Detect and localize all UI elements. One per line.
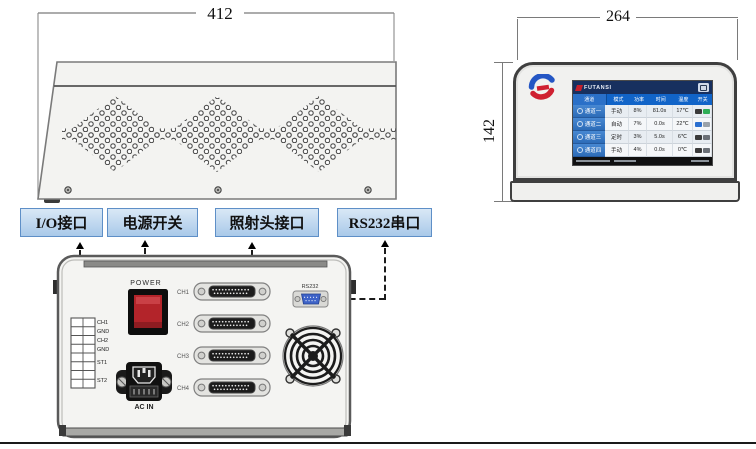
- ac-in-label: AC IN: [134, 404, 153, 411]
- touchscreen[interactable]: FUTANSI 通道 模式 功率 时间 温度 开关 通道一 手动 8% 81.0…: [572, 80, 713, 166]
- terminal-label-ch2: CH2: [97, 338, 108, 344]
- front-base: [510, 181, 740, 202]
- rs232-connector[interactable]: RS232: [292, 284, 329, 308]
- toggle-ch1[interactable]: [693, 105, 712, 118]
- rear-foot-bar: [62, 427, 348, 437]
- callout-head-port: 照射头接口: [215, 208, 319, 237]
- cooling-fan: [282, 325, 344, 387]
- leader-rs232-h: [330, 298, 385, 300]
- ch4-connector[interactable]: CH4: [177, 378, 271, 397]
- callout-io-port: I/O接口: [20, 208, 103, 237]
- screen-brand: FUTANSI: [584, 84, 612, 91]
- rs232-label: RS232: [302, 284, 319, 290]
- arrow-head: [248, 242, 256, 249]
- screen-row-ch3[interactable]: 通道三 定时 3% 5.0s 6℃: [573, 131, 712, 144]
- ch1-label: CH1: [177, 290, 190, 296]
- arrow-power: [141, 240, 149, 247]
- rear-panel-view: CH1 GND CH2 GND ST1 ST2 POWER CH1: [53, 254, 356, 439]
- screen-statusbar: [573, 157, 712, 165]
- ch3-label: CH3: [177, 354, 190, 360]
- channel-icon: [576, 147, 583, 153]
- power-switch[interactable]: POWER: [128, 280, 168, 335]
- terminal-label-ch1: CH1: [97, 320, 108, 326]
- toggle-ch2[interactable]: [693, 118, 712, 131]
- screen-row-ch2[interactable]: 通道二 自动 7% 0.0s 22℃: [573, 118, 712, 131]
- power-label: POWER: [130, 280, 161, 287]
- dim-264-label: 264: [600, 8, 636, 26]
- vent-diamond-1: [65, 96, 165, 172]
- ch2-connector[interactable]: CH2: [177, 314, 271, 333]
- dim-142-label: 142: [481, 117, 499, 145]
- dim-142-line: [502, 62, 503, 201]
- leader-rs232-v: [384, 248, 386, 300]
- vent-diamond-2: [167, 96, 267, 172]
- side-view: 412: [37, 4, 397, 203]
- dim-412-label: 412: [207, 4, 233, 23]
- front-view: 264 142 FUTANSI 通道 模式 功率: [480, 0, 756, 215]
- arrow-rs232: [381, 240, 389, 247]
- callout-rs232-port: RS232串口: [337, 208, 432, 237]
- terminal-label-st2: ST2: [97, 378, 107, 384]
- terminal-label-gnd2: GND: [97, 347, 109, 353]
- col-power: 功率: [634, 97, 645, 103]
- col-mode: 模式: [613, 97, 624, 103]
- vent-diamond-3: [269, 96, 369, 172]
- settings-icon[interactable]: [698, 83, 709, 92]
- screen-header: FUTANSI: [573, 81, 712, 94]
- callout-power-switch: 电源开关: [107, 208, 198, 237]
- arrow-io: [76, 242, 84, 249]
- col-time: 时间: [655, 97, 666, 103]
- ch3-connector[interactable]: CH3: [177, 346, 271, 365]
- ch2-label: CH2: [177, 322, 190, 328]
- col-temp: 温度: [678, 97, 689, 103]
- screen-table-header: 通道 模式 功率 时间 温度 开关: [573, 94, 712, 105]
- channel-icon: [576, 134, 583, 140]
- screen-row-ch1[interactable]: 通道一 手动 8% 81.0s 17℃: [573, 105, 712, 118]
- channel-icon: [576, 121, 583, 127]
- brand-mark-icon: [575, 84, 583, 91]
- screen-row-ch4[interactable]: 通道四 手动 4% 0.0s 0℃: [573, 144, 712, 157]
- col-switch: 开关: [697, 97, 708, 103]
- col-channel: 通道: [573, 94, 607, 105]
- page-divider: [0, 442, 756, 444]
- ch4-label: CH4: [177, 386, 190, 392]
- channel-connectors: CH1 CH2 CH3: [177, 282, 271, 397]
- toggle-ch3[interactable]: [693, 131, 712, 144]
- channel-icon: [576, 108, 583, 114]
- terminal-label-st1: ST1: [97, 360, 107, 366]
- brand-logo: [528, 74, 555, 100]
- ch1-connector[interactable]: CH1: [177, 282, 271, 301]
- side-body: [37, 61, 397, 203]
- toggle-ch4[interactable]: [693, 144, 712, 157]
- ac-inlet[interactable]: AC IN: [116, 362, 172, 411]
- dimension-412: 412: [37, 4, 395, 199]
- terminal-label-gnd1: GND: [97, 329, 109, 335]
- io-terminal-block: CH1 GND CH2 GND ST1 ST2: [70, 317, 109, 389]
- case-screws: [64, 186, 372, 194]
